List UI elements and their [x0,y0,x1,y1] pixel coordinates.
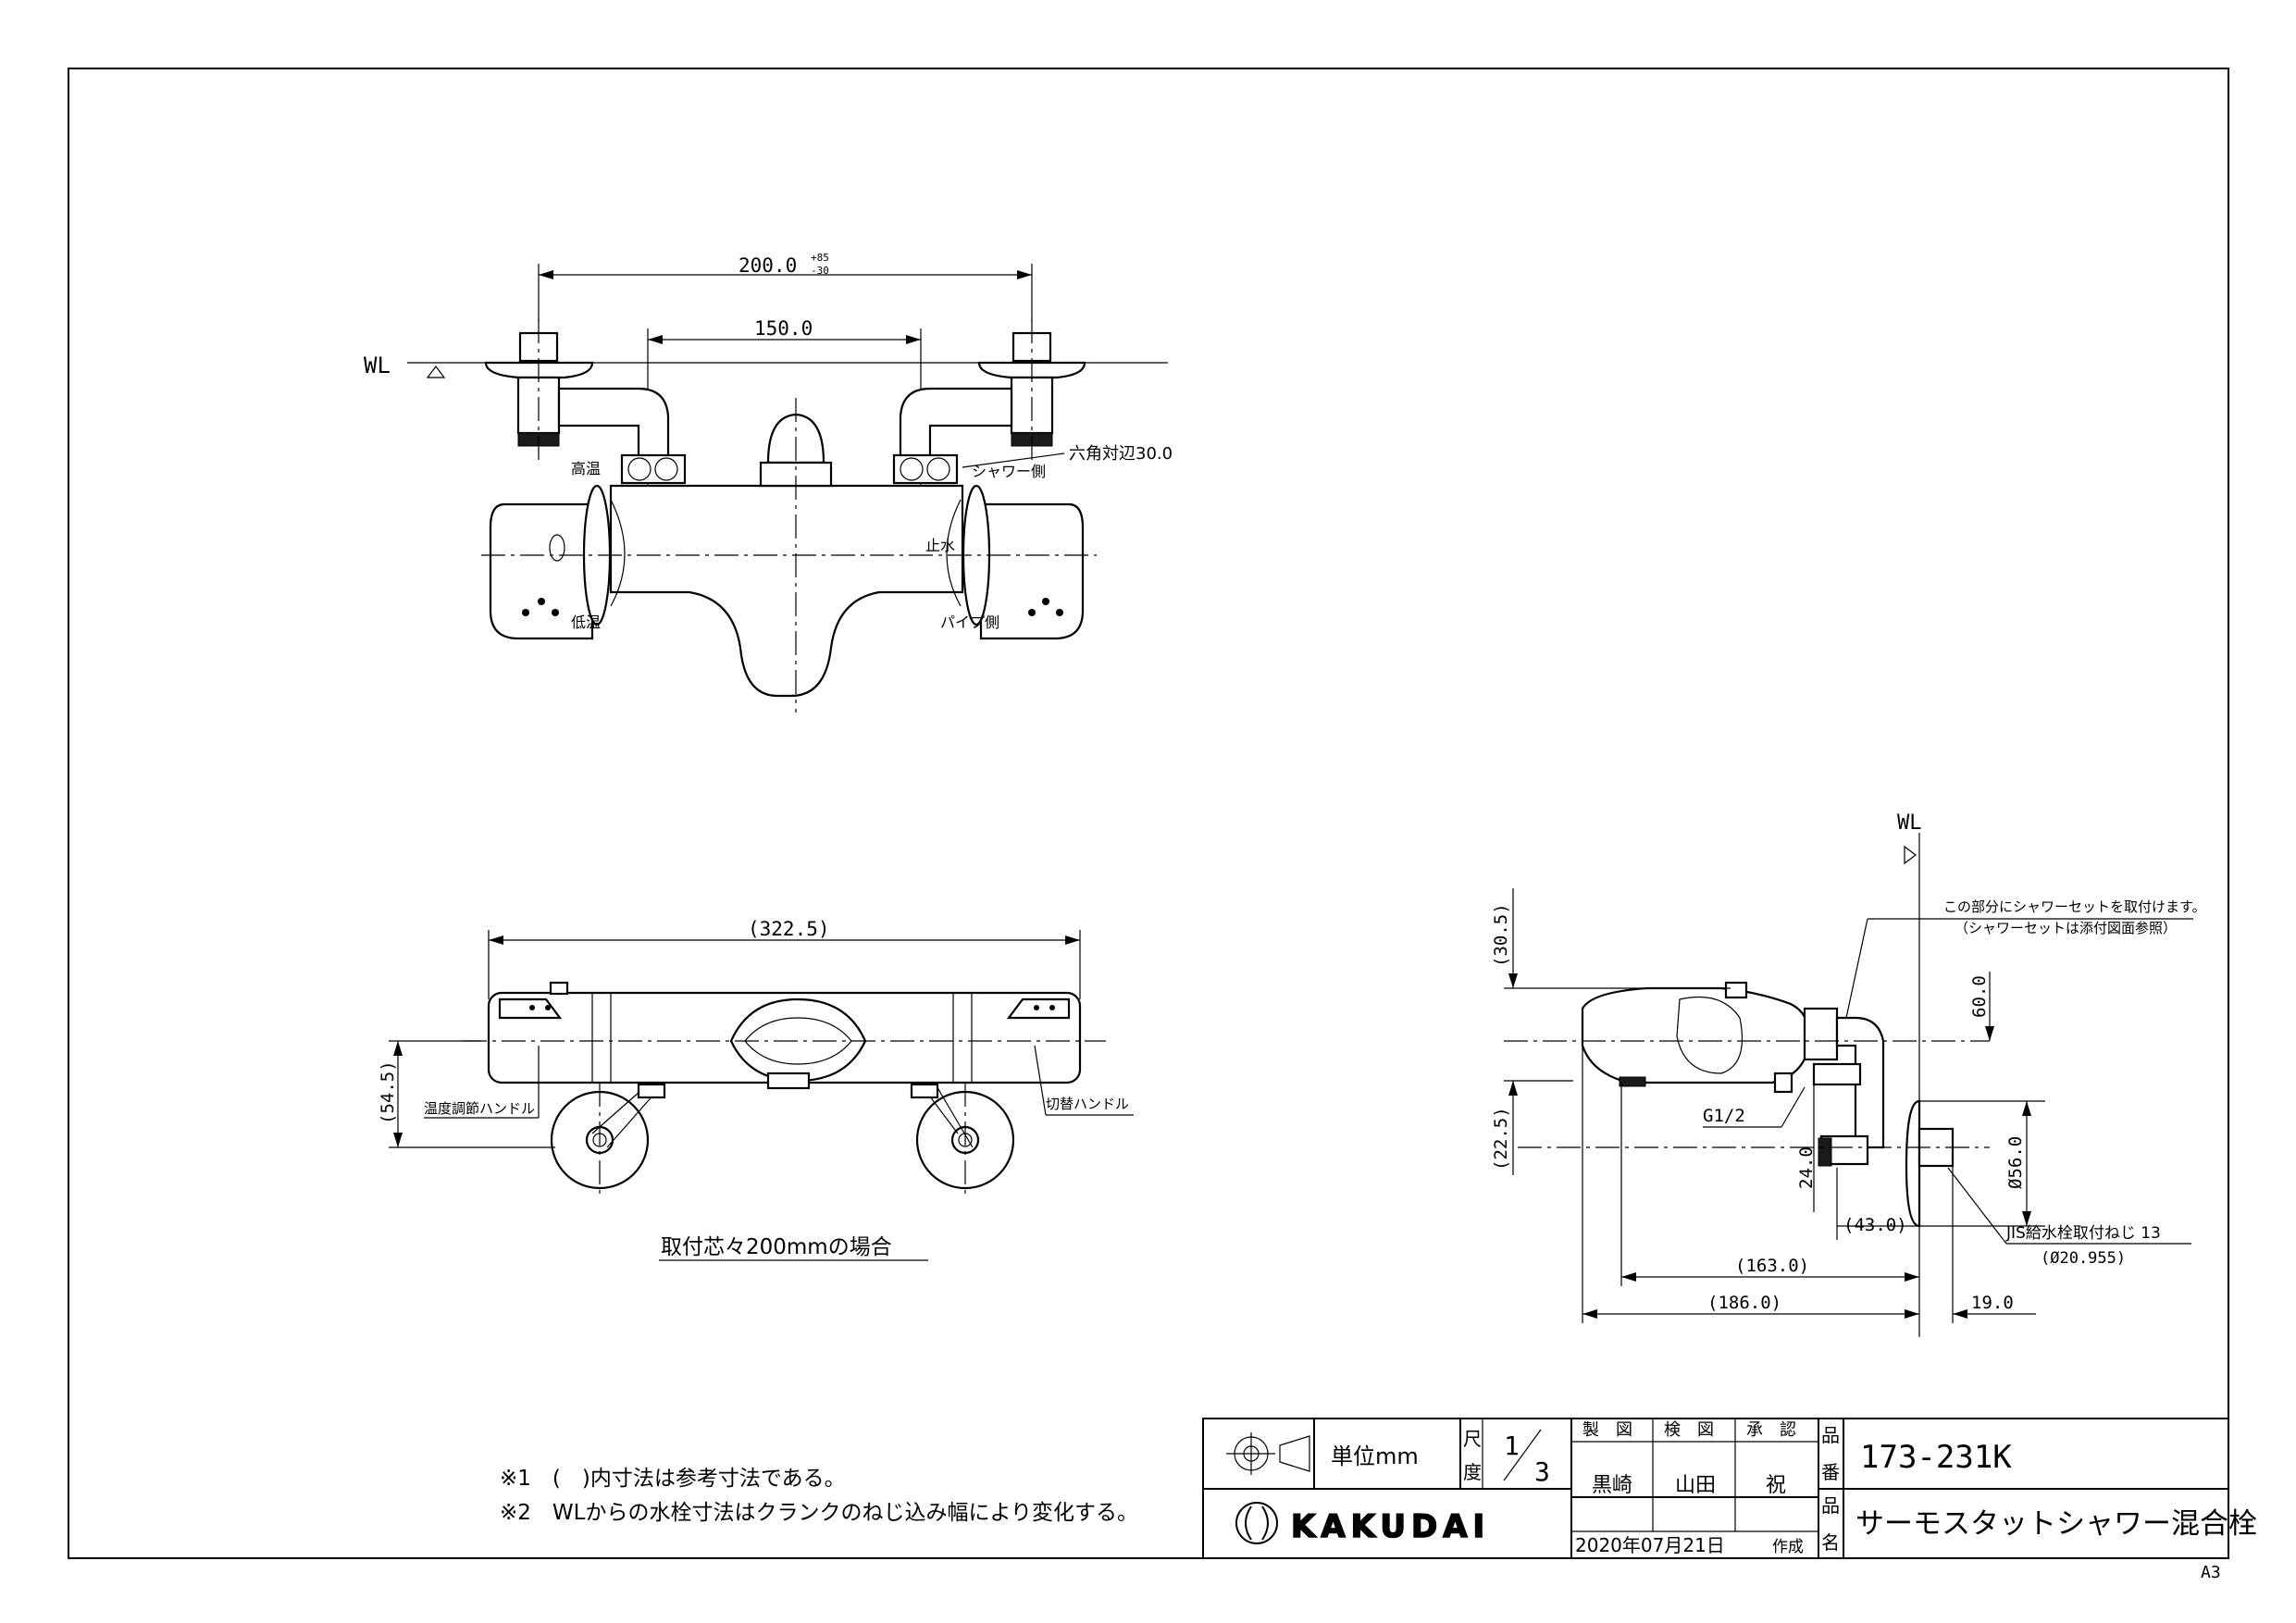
part-name-label-2: 名 [1821,1531,1840,1554]
temp-handle-label: 温度調節ハンドル [424,1100,535,1117]
dim-pitch: 200.0 [738,254,797,277]
jis-dia: (Ø20.955) [2041,1249,2126,1268]
dim-pitch-tol-upper: +85 [811,252,829,264]
pipe-side-label: パイプ側 [940,613,999,631]
wl-triangle [426,365,446,378]
scale-num: 1 [1504,1431,1520,1461]
dim-43: (43.0) [1843,1215,1907,1235]
dim-pitch-tol-lower: -30 [811,265,829,277]
unit-label: 単位mm [1331,1443,1419,1469]
part-name-label-1: 品 [1821,1494,1840,1517]
dim-19: 19.0 [1971,1293,2014,1313]
dim-60: 60.0 [1969,975,1990,1018]
sheet-border [68,68,2229,1559]
top-view: (322.5) (54.5) [378,918,1134,1261]
part-no-label-2: 番 [1821,1461,1840,1483]
dim-22-5: (22.5) [1491,1107,1511,1171]
note-1: ※1 ( )内寸法は参考寸法である。 [500,1467,846,1491]
stop-water-label: 止水 [925,537,955,554]
note-2: ※2 WLからの水栓寸法はクランクのねじ込み幅により変化する。 [500,1501,1138,1525]
scale-label-2: 度 [1463,1461,1482,1483]
dim-depth: (54.5) [378,1060,398,1124]
approved-label: 承 認 [1746,1420,1796,1440]
front-view: WL 200.0 +85 -30 150.0 [364,252,1173,712]
scale-label-1: 尺 [1463,1428,1482,1450]
g-thread-label: G1/2 [1703,1106,1745,1126]
hex-label: 六角対辺30.0 [1069,444,1173,464]
part-no-label-1: 品 [1821,1424,1840,1446]
side-view: WL この部分にシャワーセットを取付けます。 （シャワーセットは添付図面参照） … [1491,812,2206,1337]
drawn-by: 黒崎 [1592,1474,1632,1497]
checked-label: 検 図 [1664,1420,1714,1440]
high-temp-label: 高温 [571,460,601,477]
sheet-size: A3 [2201,1563,2221,1582]
dim-30-5: (30.5) [1491,903,1511,967]
switch-handle-label: 切替ハンドル [1046,1096,1129,1112]
dim-56: Ø56.0 [2005,1136,2026,1189]
side-note1: この部分にシャワーセットを取付けます。 [1943,898,2206,915]
scale-den: 3 [1534,1456,1550,1487]
created-label: 作成 [1772,1538,1804,1556]
shower-side-label: シャワー側 [972,463,1046,480]
dim-186: (186.0) [1707,1293,1781,1313]
dim-150: 150.0 [754,317,813,340]
low-temp-label: 低温 [571,613,601,631]
approved-by: 祝 [1766,1474,1786,1497]
caption: 取付芯々200mmの場合 [661,1235,892,1259]
part-no: 173-231K [1860,1439,2012,1476]
logo-text: KAKUDAI [1291,1508,1490,1545]
dim-24: 24.0 [1796,1146,1817,1189]
checked-by: 山田 [1675,1474,1716,1497]
side-note2: （シャワーセットは添付図面参照） [1955,920,2177,936]
kakudai-logo-mark [1235,1502,1278,1544]
side-wl-label: WL [1897,812,1922,835]
wl-label: WL [364,353,391,378]
dim-163: (163.0) [1735,1256,1809,1276]
date: 2020年07月21日 [1575,1534,1725,1556]
jis-label: JIS給水栓取付ねじ 13 [2005,1224,2161,1243]
dim-width: (322.5) [748,918,830,940]
drawn-label: 製 図 [1582,1420,1632,1440]
part-name: サーモスタットシャワー混合栓 [1855,1507,2257,1541]
title-block: 単位mm 尺 度 1 3 製 図 検 図 承 認 黒崎 山田 祝 2020年07… [1202,1418,2257,1559]
